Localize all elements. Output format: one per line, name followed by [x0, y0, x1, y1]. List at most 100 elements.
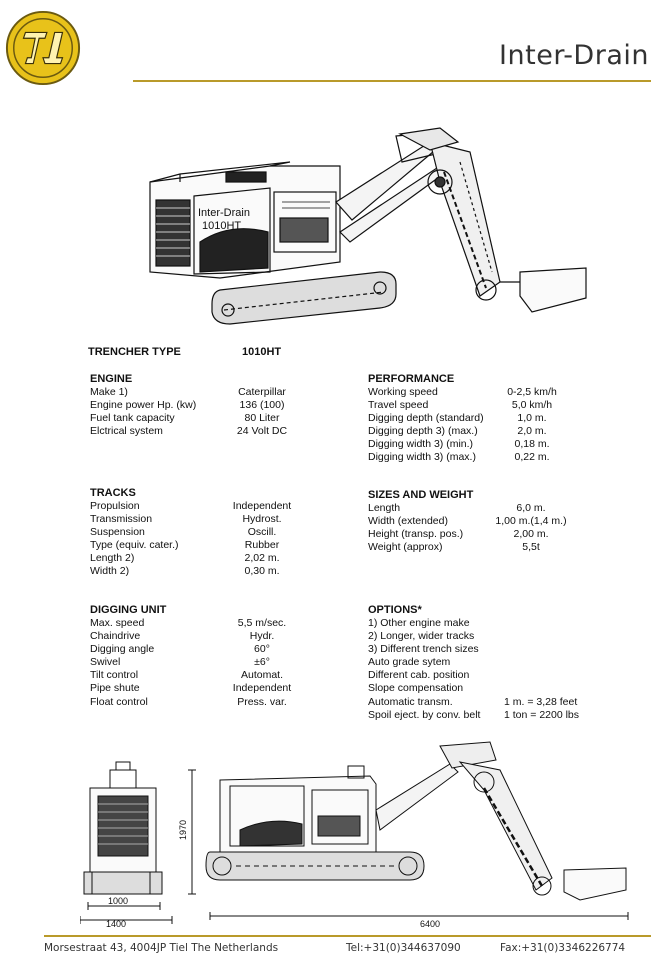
footer-rule	[44, 935, 651, 937]
spec-row: Width (extended) 1,00 m.(1,4 m.)	[368, 515, 628, 528]
spec-value: 80 Liter	[244, 412, 280, 425]
spec-row: Height (transp. pos.) 2,00 m.	[368, 528, 628, 541]
spec-label: Elctrical system	[90, 425, 163, 438]
spec-value: Independent	[232, 500, 292, 512]
spec-value: Automat.	[240, 669, 284, 682]
spec-label: Fuel tank capacity	[90, 412, 175, 425]
spec-label: Max. speed	[90, 617, 145, 629]
spec-label: Digging width 3) (min.)	[368, 438, 474, 451]
dimension-height: 1970	[178, 820, 188, 840]
spec-label: Spoil eject. by conv. belt	[368, 708, 481, 721]
spec-label: Automatic transm.	[368, 695, 453, 708]
spec-label: Make 1)	[90, 386, 128, 398]
spec-row: 2) Longer, wider tracks	[368, 630, 648, 643]
engine-title: ENGINE	[90, 373, 133, 385]
spec-label: 1) Other engine make	[368, 617, 470, 629]
spec-value: 24 Volt DC	[236, 425, 288, 438]
spec-row: Weight (approx)5,5t	[368, 541, 628, 554]
spec-label: Slope compensation	[368, 682, 464, 695]
spec-label: Digging depth (standard)	[368, 412, 484, 425]
spec-value: 1 ton = 2200 lbs	[504, 708, 580, 721]
spec-label: Width 2)	[90, 565, 130, 578]
spec-label: Weight (approx)	[368, 541, 443, 554]
options-title: OPTIONS*	[368, 604, 422, 616]
spec-value: 136 (100)	[239, 399, 285, 412]
brand-name: Inter-Drain	[499, 40, 649, 71]
spec-row: Elctrical system 24 Volt DC	[90, 425, 320, 438]
spec-value: 0,30 m.	[244, 565, 280, 578]
spec-value: 60°	[254, 643, 270, 656]
spec-value: Press. var.	[237, 695, 287, 708]
spec-label: Height (transp. pos.)	[368, 528, 464, 541]
spec-value: Rubber	[244, 539, 280, 552]
footer-fax: Fax:+31(0)3346226774	[500, 942, 626, 954]
spec-label: Length 2)	[90, 552, 135, 565]
spec-value: Hydrost.	[242, 513, 282, 526]
spec-value: 6,0 m.	[516, 502, 546, 514]
spec-label: Travel speed	[368, 399, 429, 412]
options-section: OPTIONS* 1) Other engine make 2) Longer,…	[368, 603, 648, 722]
spec-row: Swivel ±6°	[90, 656, 320, 669]
spec-row: 1) Other engine make	[368, 617, 648, 630]
dimension-width-outer: 1400	[106, 919, 126, 929]
spec-value: ±6°	[254, 656, 270, 669]
spec-row: Auto grade sytem	[368, 656, 648, 669]
spec-label: Digging depth 3) (max.)	[368, 425, 478, 438]
spec-row: Tilt control Automat.	[90, 669, 320, 682]
spec-row: Slope compensation	[368, 682, 648, 695]
spec-row: Length 2) 2,02 m.	[90, 552, 320, 565]
spec-value: 2,00 m.	[513, 528, 549, 541]
spec-row: Suspension Oscill.	[90, 526, 320, 539]
spec-label: Tilt control	[90, 669, 139, 682]
performance-title: PERFORMANCE	[368, 373, 455, 385]
spec-label: Length	[368, 502, 401, 514]
tracks-title: TRACKS	[90, 487, 136, 499]
spec-row: Length 6,0 m.	[368, 502, 628, 515]
spec-value: 0,22 m.	[514, 451, 550, 464]
trencher-illustration: Inter-Drain 1010HT	[149, 127, 587, 325]
spec-value: 2,0 m.	[517, 425, 547, 438]
spec-row: Digging width 3) (max.)0,22 m.	[368, 451, 628, 464]
spec-row: Different cab. position	[368, 669, 648, 682]
spec-row: Digging angle 60°	[90, 643, 320, 656]
machine-label: Inter-Drain 1010HT	[198, 207, 253, 232]
spec-label: Float control	[90, 695, 148, 708]
spec-value: Oscill.	[247, 526, 277, 539]
spec-row: Spoil eject. by conv. belt 1 ton = 2200 l…	[368, 709, 648, 722]
dimension-length: 6400	[420, 919, 440, 929]
spec-row: Engine power Hp. (kw) 136 (100)	[90, 399, 320, 412]
spec-value: 5,0 km/h	[511, 399, 553, 412]
spec-label: Different cab. position	[368, 669, 470, 682]
spec-row: Automatic transm.1 m. = 3,28 feet	[368, 696, 648, 709]
spec-label: Swivel	[90, 656, 121, 669]
spec-row: Make 1)Caterpillar	[90, 386, 320, 399]
trencher-type-value: 1010HT	[242, 346, 282, 358]
spec-label: 2) Longer, wider tracks	[368, 630, 475, 643]
spec-label: Width (extended)	[368, 515, 448, 528]
spec-value: Hydr.	[249, 630, 275, 643]
digging-unit-title: DIGGING UNIT	[90, 604, 167, 616]
spec-row: 3) Different trench sizes	[368, 643, 648, 656]
spec-label: Engine power Hp. (kw)	[90, 399, 197, 412]
spec-row: Digging width 3) (min.)0,18 m.	[368, 438, 628, 451]
spec-row: Travel speed 5,0 km/h	[368, 399, 628, 412]
spec-value: 0-2,5 km/h	[507, 386, 557, 398]
spec-value: 2,02 m.	[244, 552, 280, 565]
spec-row: Type (equiv. cater.) Rubber	[90, 539, 320, 552]
footer-address: Morsestraat 43, 4004JP Tiel The Netherla…	[44, 942, 279, 954]
spec-label: Suspension	[90, 526, 145, 539]
spec-label: Auto grade sytem	[368, 656, 451, 669]
dimension-drawings: 1970 1000 1400 6400	[80, 741, 629, 929]
spec-value: 1,00 m.(1,4 m.)	[495, 515, 567, 528]
spec-label: Type (equiv. cater.)	[90, 539, 179, 552]
spec-label: Digging angle	[90, 643, 155, 656]
